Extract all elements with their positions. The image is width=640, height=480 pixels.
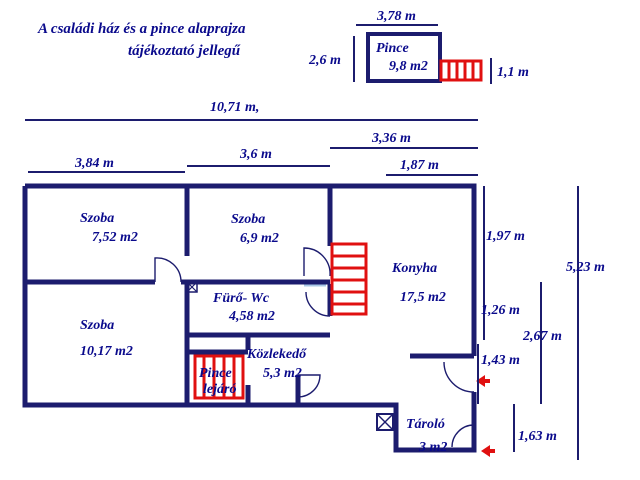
house-walls bbox=[22, 183, 477, 453]
storage-arrow bbox=[481, 445, 495, 457]
dimension-143: 1,43 m bbox=[481, 353, 520, 368]
dimension-384: 3,84 m bbox=[74, 156, 114, 171]
dimension-267: 2,67 m bbox=[522, 329, 562, 344]
room-name-tarolo: Tároló bbox=[406, 417, 445, 432]
dimension-336: 3,36 m bbox=[371, 131, 411, 146]
room-name-konyha: Konyha bbox=[391, 261, 437, 276]
dimension-pince-stair: 1,1 m bbox=[497, 65, 529, 80]
room-name-kozlekedo: Közlekedő bbox=[246, 347, 307, 362]
room-name-pince-lejaro-1: Pince bbox=[199, 366, 232, 381]
room-area-pince: 9,8 m2 bbox=[389, 59, 428, 74]
dimension-197: 1,97 m bbox=[486, 229, 525, 244]
room-area-tarolo: 3 m2 bbox=[418, 440, 447, 455]
plan-title-line2: tájékoztató jellegű bbox=[128, 43, 241, 59]
room-area-szoba-1: 7,52 m2 bbox=[92, 230, 138, 245]
dimension-total-width: 10,71 m, bbox=[210, 100, 259, 115]
cellar-plan: 3,78 m 2,6 m Pince 9,8 m2 1,1 m bbox=[308, 9, 529, 84]
dimension-523: 5,23 m bbox=[566, 260, 605, 275]
storage-vent-symbol bbox=[376, 413, 394, 431]
room-name-pince-lejaro-2: lejáró bbox=[203, 382, 236, 397]
room-name-szoba-2: Szoba bbox=[231, 212, 265, 227]
kitchen-stairs bbox=[330, 242, 368, 316]
dimension-187: 1,87 m bbox=[400, 158, 439, 173]
cellar-access-stairs bbox=[193, 354, 245, 400]
room-area-konyha: 17,5 m2 bbox=[400, 290, 446, 305]
cellar-stairs bbox=[439, 59, 483, 82]
plan-title-line1: A családi ház és a pince alaprajza bbox=[37, 21, 246, 37]
room-area-szoba-2: 6,9 m2 bbox=[240, 231, 279, 246]
doors bbox=[154, 247, 475, 448]
room-name-furdo-wc: Fürő- Wc bbox=[212, 291, 270, 306]
room-area-szoba-3: 10,17 m2 bbox=[80, 344, 133, 359]
room-name-szoba-3: Szoba bbox=[80, 318, 114, 333]
cellar-walls bbox=[366, 32, 442, 83]
room-area-furdo-wc: 4,58 m2 bbox=[228, 309, 275, 324]
dimension-pince-width: 3,78 m bbox=[376, 9, 416, 24]
room-name-szoba-1: Szoba bbox=[80, 211, 114, 226]
room-area-kozlekedo: 5,3 m2 bbox=[263, 366, 302, 381]
dimension-pince-height: 2,6 m bbox=[308, 53, 341, 68]
dimension-163: 1,63 m bbox=[518, 429, 557, 444]
dimension-126: 1,26 m bbox=[481, 303, 520, 318]
room-name-pince: Pince bbox=[376, 41, 409, 56]
chimney-symbol bbox=[186, 281, 198, 293]
entrance-arrow bbox=[476, 375, 490, 387]
dimension-36: 3,6 m bbox=[239, 147, 272, 162]
